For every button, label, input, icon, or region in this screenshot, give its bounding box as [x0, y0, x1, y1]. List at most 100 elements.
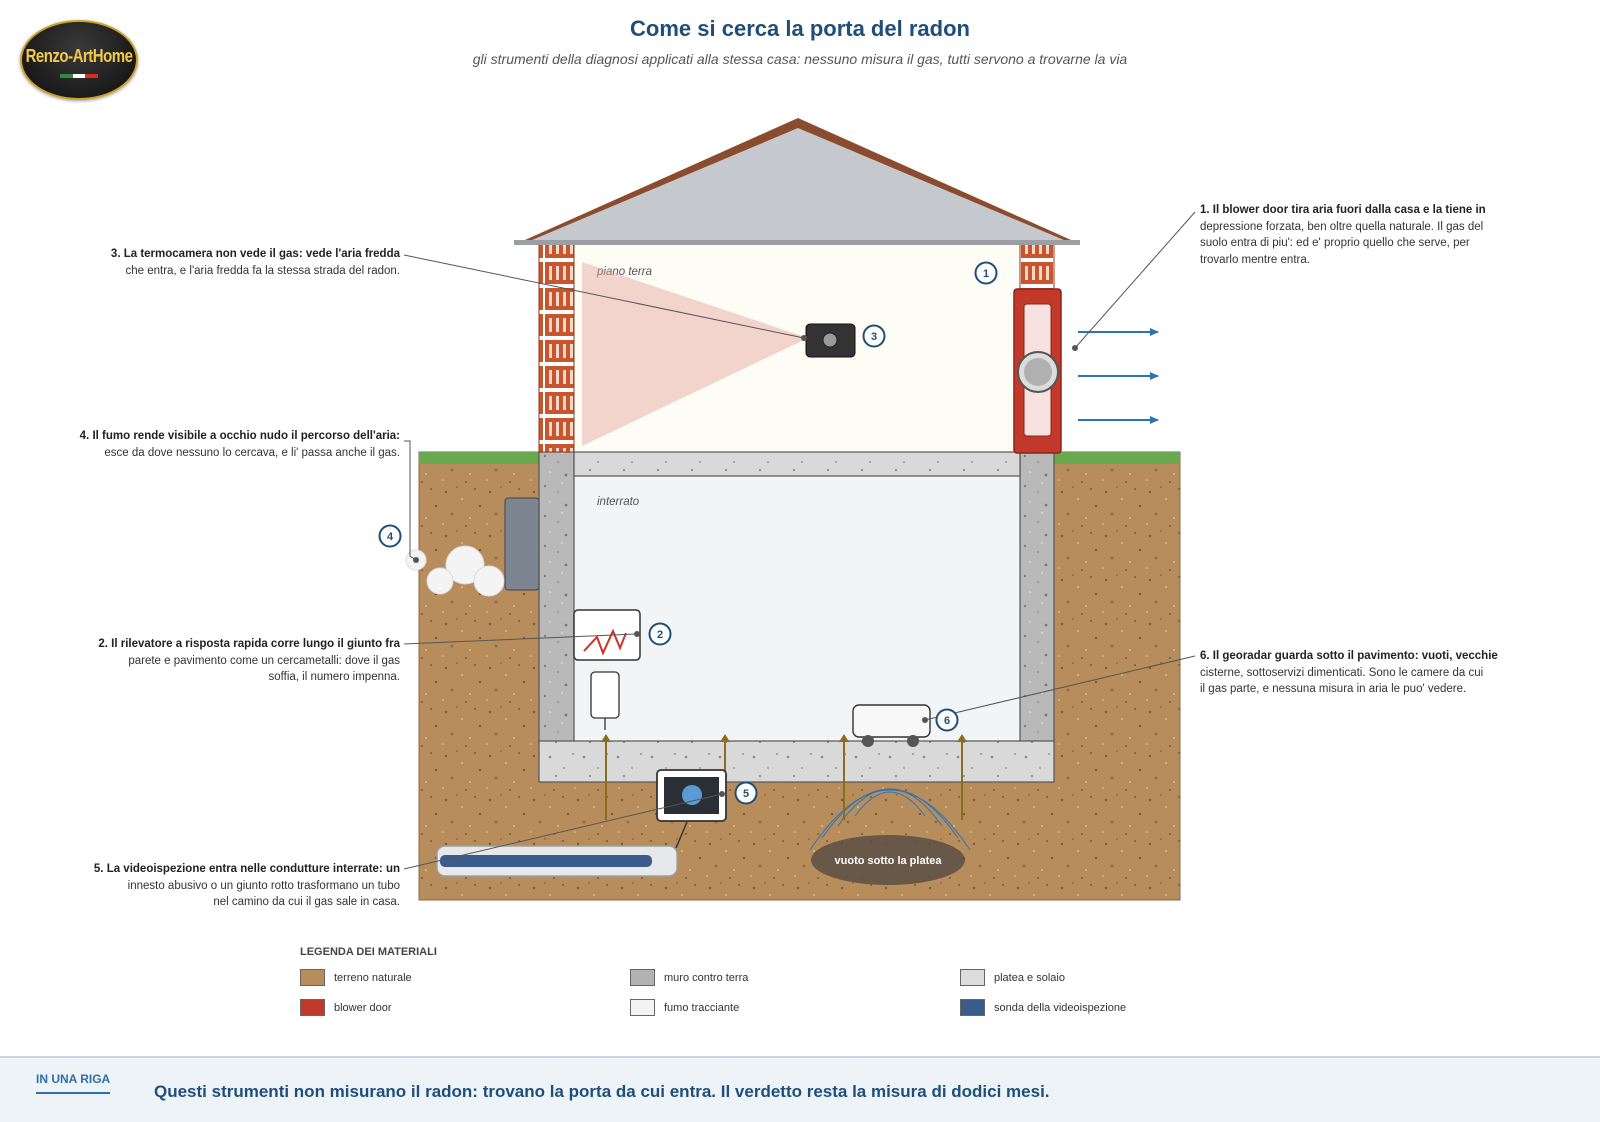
- italian-flag-icon: [60, 74, 99, 78]
- leader-dot-1: [1072, 345, 1078, 351]
- brick-wall-right: [1019, 243, 1055, 293]
- callout-6-line-1: cisterne, sottoservizi dimenticati. Sono…: [1200, 666, 1484, 679]
- grass-left: [419, 452, 539, 464]
- callout-4-line-1: esce da dove nessuno lo cercava, e li' p…: [104, 446, 400, 459]
- marker-2: 2: [648, 622, 672, 646]
- legend-label-wall: muro contro terra: [664, 971, 749, 984]
- callout-5-line-2: nel camino da cui il gas sale in casa.: [213, 896, 400, 908]
- radon-arrowhead-3: [839, 734, 849, 742]
- callout-thermal-camera: 3. La termocamera non vede il gas: vede …: [40, 246, 400, 279]
- footer-text: Questi strumenti non misurano il radon: …: [154, 1082, 1050, 1101]
- callout-2-line-1: parete e pavimento come un cercametalli:…: [128, 654, 400, 667]
- leader-dot-6: [922, 717, 928, 723]
- leader-2: [403, 633, 638, 645]
- callout-2-head: 2. Il rilevatore a risposta rapida corre…: [98, 638, 400, 650]
- basement-wall-left: [538, 451, 575, 743]
- legend-swatch-slab: [960, 969, 985, 986]
- leader-dot-5: [719, 791, 725, 797]
- basement-label: interrato: [597, 496, 640, 508]
- footer-label: IN UNA RIGA: [36, 1072, 111, 1094]
- callout-5-head: 5. La videoispezione entra nelle condutt…: [93, 863, 400, 875]
- marker-6-circle: [935, 708, 959, 732]
- leader-1: [1074, 211, 1196, 349]
- callout-1-line-3: trovarlo mentre entra.: [1200, 253, 1310, 266]
- marker-3: 3: [862, 324, 886, 348]
- leader-dots: [413, 335, 1078, 797]
- legend-swatch-probe: [960, 999, 985, 1016]
- legend-item-soil: terreno naturale: [300, 969, 412, 986]
- callout-1-line-1: depressione forzata, ben oltre quella na…: [1200, 220, 1484, 233]
- smoke-puff-1: [445, 545, 485, 585]
- georadar-wheel-left: [862, 735, 874, 747]
- legend-label-smoke: fumo tracciante: [664, 1001, 740, 1014]
- legend-swatch-blower: [300, 999, 325, 1016]
- leader-dot-2: [634, 631, 640, 637]
- brand-logo: Renzo-ArtHome: [20, 20, 138, 100]
- marker-5: 5: [734, 781, 758, 805]
- leader-dot-3: [801, 335, 807, 341]
- callout-video-inspection: 5. La videoispezione entra nelle condutt…: [40, 861, 400, 911]
- legend-swatch-smoke: [630, 999, 655, 1016]
- marker-3-label: 3: [871, 331, 877, 343]
- leader-3: [403, 254, 805, 339]
- legend-label-soil: terreno naturale: [334, 971, 412, 984]
- radar-wave-4: [809, 789, 971, 851]
- radar-wave-3: [821, 788, 959, 839]
- radon-arrowhead-1: [601, 734, 611, 742]
- radon-arrowhead-2: [720, 734, 730, 742]
- callout-3-head: 3. La termocamera non vede il gas: vede …: [110, 248, 400, 260]
- leader-5: [403, 793, 723, 870]
- marker-1: 1: [974, 261, 998, 285]
- georadar: [852, 704, 931, 738]
- summary-footer: IN UNA RIGA Questi strumenti non misuran…: [0, 1056, 1600, 1122]
- leader-6: [924, 655, 1196, 721]
- detector-probe: [590, 671, 620, 719]
- basement-room: [574, 476, 1020, 741]
- marker-1-circle: [974, 261, 998, 285]
- foundation-slab: [538, 740, 1055, 783]
- callout-1-head: 1. Il blower door tira aria fuori dalla …: [1200, 204, 1486, 216]
- marker-1-label: 1: [983, 268, 989, 280]
- page-subtitle: gli strumenti della diagnosi applicati a…: [472, 51, 1128, 67]
- legend-item-blower: blower door: [300, 999, 391, 1016]
- marker-5-circle: [734, 781, 758, 805]
- marker-4: 4: [378, 524, 402, 548]
- basement-wall-right: [1019, 451, 1055, 743]
- floor-slab: [573, 451, 1021, 477]
- legend-title: LEGENDA DEI MATERIALI: [300, 946, 437, 958]
- void-under-slab: [811, 835, 965, 885]
- void-label: vuoto sotto la platea: [835, 855, 943, 867]
- smoke-puff-3: [473, 565, 505, 597]
- ground-floor-label: piano terra: [596, 266, 652, 278]
- detector-signal-icon: [583, 628, 627, 656]
- marker-6: 6: [935, 708, 959, 732]
- thermal-camera-cone: [582, 262, 808, 446]
- grass-right: [1054, 452, 1180, 464]
- logo-text: Renzo-ArtHome: [25, 46, 133, 67]
- callout-6-line-2: il gas parte, e nessuna misura in aria l…: [1200, 683, 1467, 695]
- callout-2-line-2: soffia, il numero impenna.: [268, 671, 400, 683]
- legend-item-probe: sonda della videoispezione: [960, 999, 1126, 1016]
- brick-wall-left: [538, 243, 575, 453]
- callout-4-head: 4. Il fumo rende visibile a occhio nudo …: [79, 430, 400, 442]
- callout-blower-door: 1. Il blower door tira aria fuori dalla …: [1200, 202, 1530, 268]
- roof: [532, 128, 1064, 240]
- marker-6-label: 6: [944, 715, 950, 727]
- callout-6-head: 6. Il georadar guarda sotto il pavimento…: [1200, 650, 1498, 662]
- page-title: Come si cerca la porta del radon: [630, 16, 970, 41]
- legend-item-smoke: fumo tracciante: [630, 999, 739, 1016]
- marker-4-label: 4: [387, 531, 394, 543]
- marker-5-label: 5: [743, 788, 749, 800]
- leader-dot-4: [413, 557, 419, 563]
- callout-5-line-1: innesto abusivo o un giunto rotto trasfo…: [127, 879, 400, 892]
- blower-fan-hub-icon: [1024, 358, 1052, 386]
- callout-1-line-2: suolo entra di piu': ed e' proprio quell…: [1200, 237, 1470, 249]
- legend-item-wall: muro contro terra: [630, 969, 748, 986]
- exterior-panel: [504, 497, 540, 591]
- video-probe: [440, 855, 652, 867]
- leader-lines: [403, 211, 1196, 870]
- marker-4-circle: [378, 524, 402, 548]
- marker-2-circle: [648, 622, 672, 646]
- callout-fast-detector: 2. Il rilevatore a risposta rapida corre…: [40, 636, 400, 686]
